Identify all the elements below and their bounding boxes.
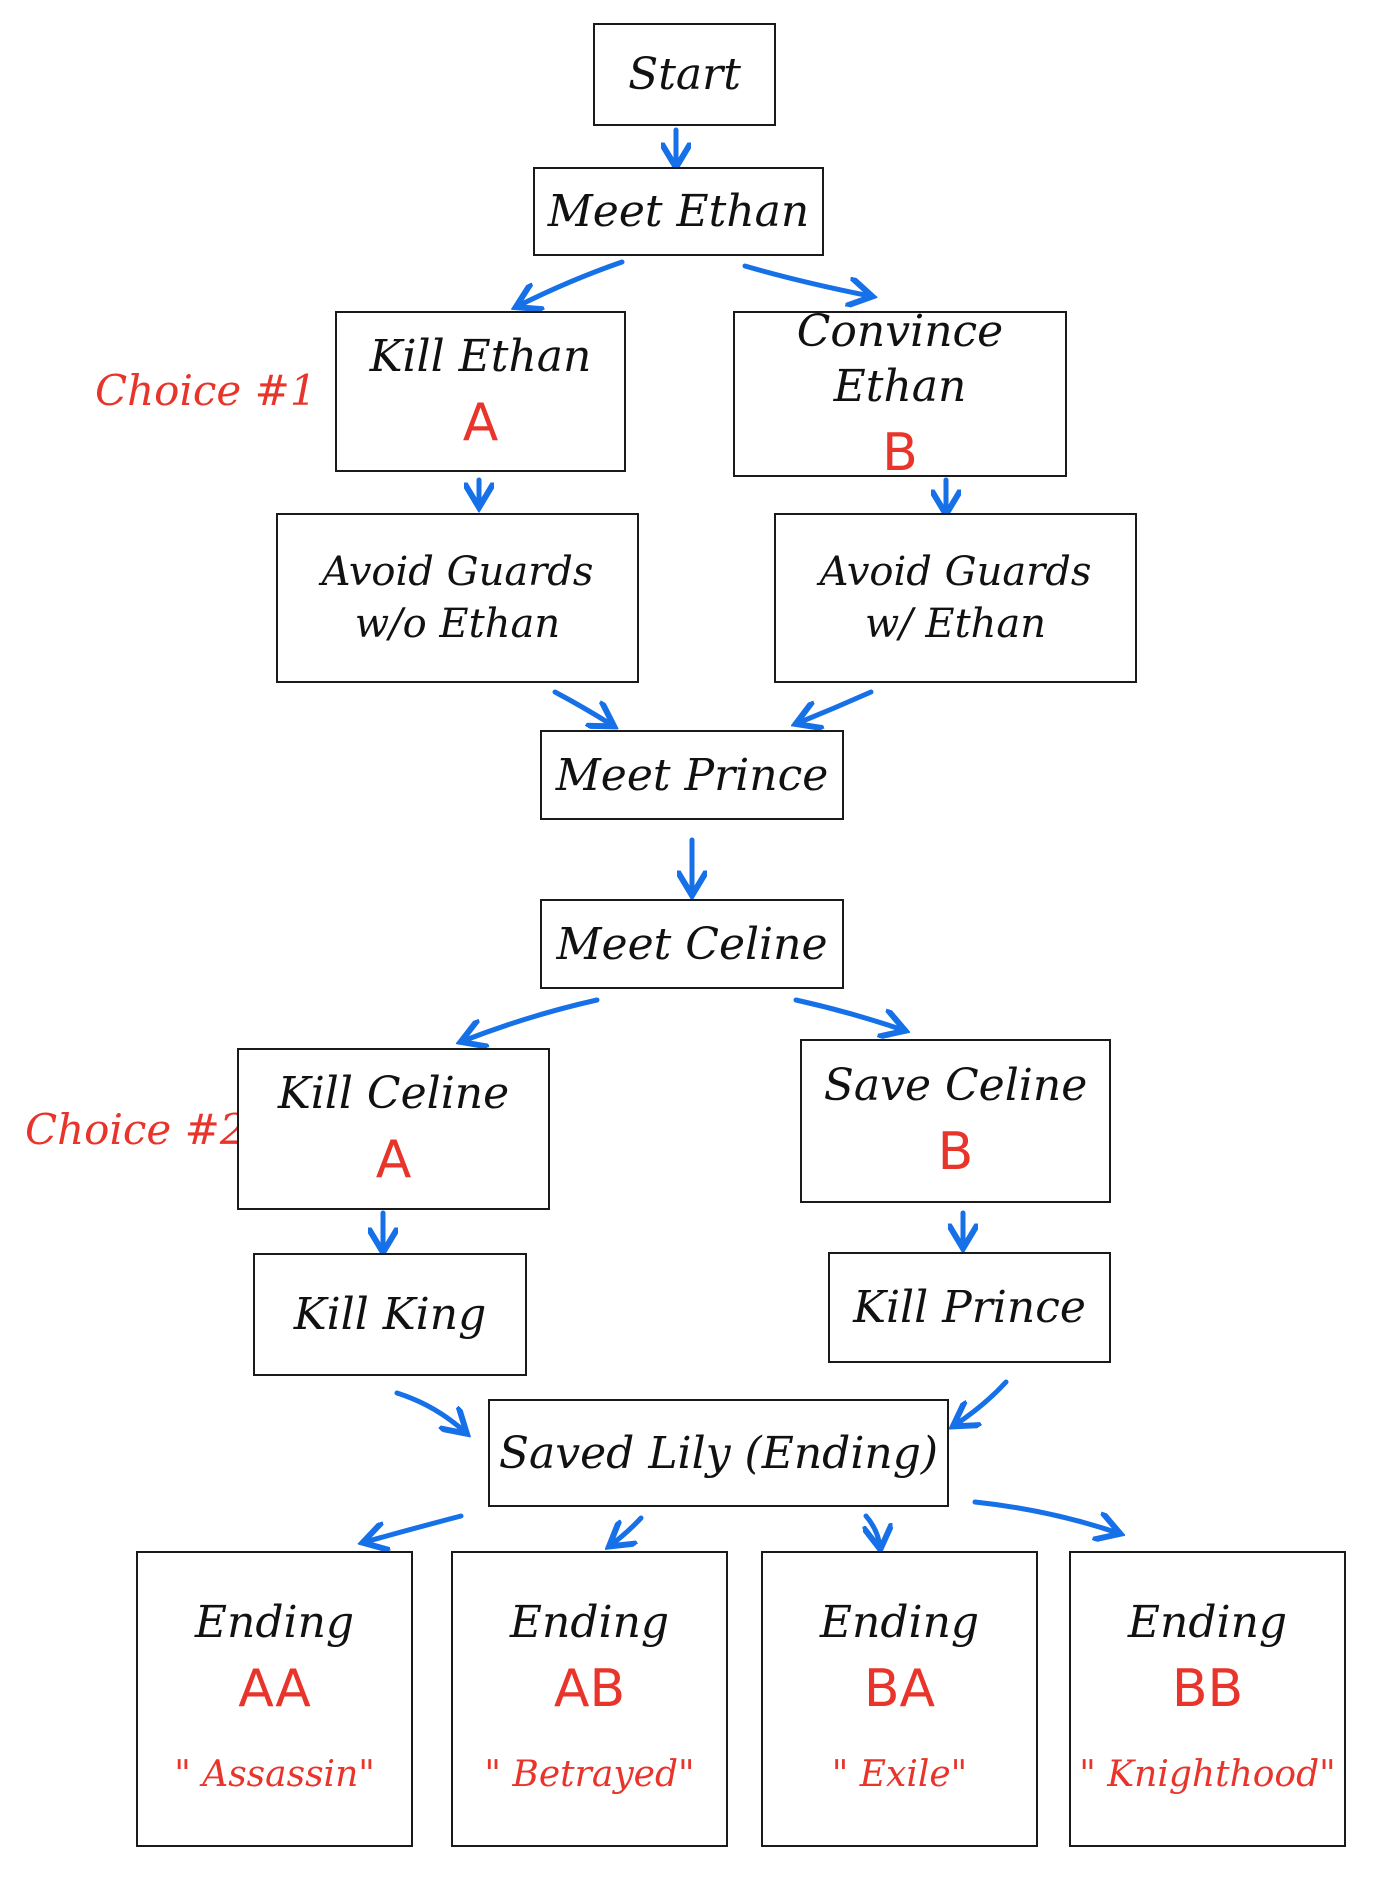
node-kill-king-label: Kill King <box>293 1289 487 1340</box>
node-ending-ba-code: BA <box>863 1659 936 1719</box>
arrow-saved-lily-to-ending-aa <box>365 1513 464 1542</box>
node-ending-bb-label: Ending <box>1127 1597 1288 1648</box>
node-save-celine-label: Save Celine <box>823 1060 1088 1112</box>
node-ending-bb-name: " Knighthood" <box>1079 1754 1336 1796</box>
node-convince-ethan-label: Convince Ethan <box>796 305 1004 412</box>
node-ending-ab-code: AB <box>553 1659 626 1719</box>
node-meet-prince: Meet Prince <box>540 730 844 820</box>
node-avoid-guards-wo-line1: Avoid Guards <box>321 549 594 595</box>
node-ending-aa: Ending AA " Assassin" <box>136 1551 413 1847</box>
node-kill-ethan: Kill Ethan A <box>335 311 626 472</box>
choice-2-label: Choice #2 <box>25 1105 247 1154</box>
node-start-label: Start <box>628 49 741 100</box>
node-ending-ab: Ending AB " Betrayed" <box>451 1551 728 1847</box>
node-kill-celine: Kill Celine A <box>237 1048 550 1210</box>
node-meet-celine-label: Meet Celine <box>556 918 828 970</box>
node-kill-ethan-code: A <box>462 392 499 453</box>
node-start: Start <box>593 23 776 126</box>
arrow-saved-lily-to-ending-ba <box>866 1513 880 1547</box>
node-avoid-guards-w-line2: w/ Ethan <box>864 601 1047 647</box>
node-kill-king: Kill King <box>253 1253 527 1376</box>
arrow-saved-lily-to-ending-bb <box>972 1499 1118 1533</box>
node-meet-ethan-label: Meet Ethan <box>547 186 810 237</box>
node-avoid-guards-w-line1: Avoid Guards <box>819 549 1092 595</box>
node-ending-aa-code: AA <box>238 1659 311 1719</box>
arrow-kill-prince-to-saved-lily <box>955 1379 1009 1425</box>
node-ending-bb-code: BB <box>1171 1659 1244 1719</box>
arrow-meet-ethan-to-convince-ethan <box>742 263 870 296</box>
node-kill-ethan-label: Kill Ethan <box>369 330 592 382</box>
node-ending-ab-name: " Betrayed" <box>484 1754 695 1796</box>
arrow-meet-celine-to-kill-celine <box>463 997 600 1041</box>
arrow-meet-ethan-to-kill-ethan <box>518 259 625 306</box>
node-ending-bb: Ending BB " Knighthood" <box>1069 1551 1346 1847</box>
node-save-celine-code: B <box>937 1122 974 1183</box>
node-ending-aa-label: Ending <box>194 1597 355 1648</box>
node-ending-ab-label: Ending <box>509 1597 670 1648</box>
node-ending-ba-name: " Exile" <box>831 1754 968 1796</box>
arrow-saved-lily-to-ending-ab <box>611 1515 644 1545</box>
node-meet-celine: Meet Celine <box>540 899 844 989</box>
node-convince-ethan: Convince Ethan B <box>733 306 1067 483</box>
node-ending-aa-name: " Assassin" <box>174 1754 375 1796</box>
node-convince-ethan-code: B <box>882 422 918 483</box>
node-kill-celine-code: A <box>375 1130 412 1191</box>
choice-1-label: Choice #1 <box>95 366 317 415</box>
arrow-meet-celine-to-save-celine <box>793 997 903 1030</box>
node-saved-lily-ending: Saved Lily (Ending) <box>488 1399 949 1507</box>
node-ending-ba: Ending BA " Exile" <box>761 1551 1038 1847</box>
node-avoid-guards-without-ethan: Avoid Guards w/o Ethan <box>276 513 639 683</box>
node-avoid-guards-wo-line2: w/o Ethan <box>354 601 561 647</box>
node-kill-prince: Kill Prince <box>828 1252 1111 1363</box>
node-meet-prince-label: Meet Prince <box>555 749 829 801</box>
node-kill-prince-label: Kill Prince <box>853 1282 1086 1333</box>
node-save-celine: Save Celine B <box>800 1039 1111 1203</box>
node-meet-ethan: Meet Ethan <box>533 167 824 256</box>
arrow-avoid-wo-to-meet-prince <box>552 689 612 725</box>
node-kill-celine-label: Kill Celine <box>277 1068 510 1120</box>
node-saved-lily-label: Saved Lily (Ending) <box>498 1427 939 1479</box>
arrow-avoid-w-to-meet-prince <box>798 689 874 723</box>
arrow-kill-king-to-saved-lily <box>394 1390 465 1432</box>
node-ending-ba-label: Ending <box>819 1597 980 1648</box>
node-avoid-guards-with-ethan: Avoid Guards w/ Ethan <box>774 513 1137 683</box>
